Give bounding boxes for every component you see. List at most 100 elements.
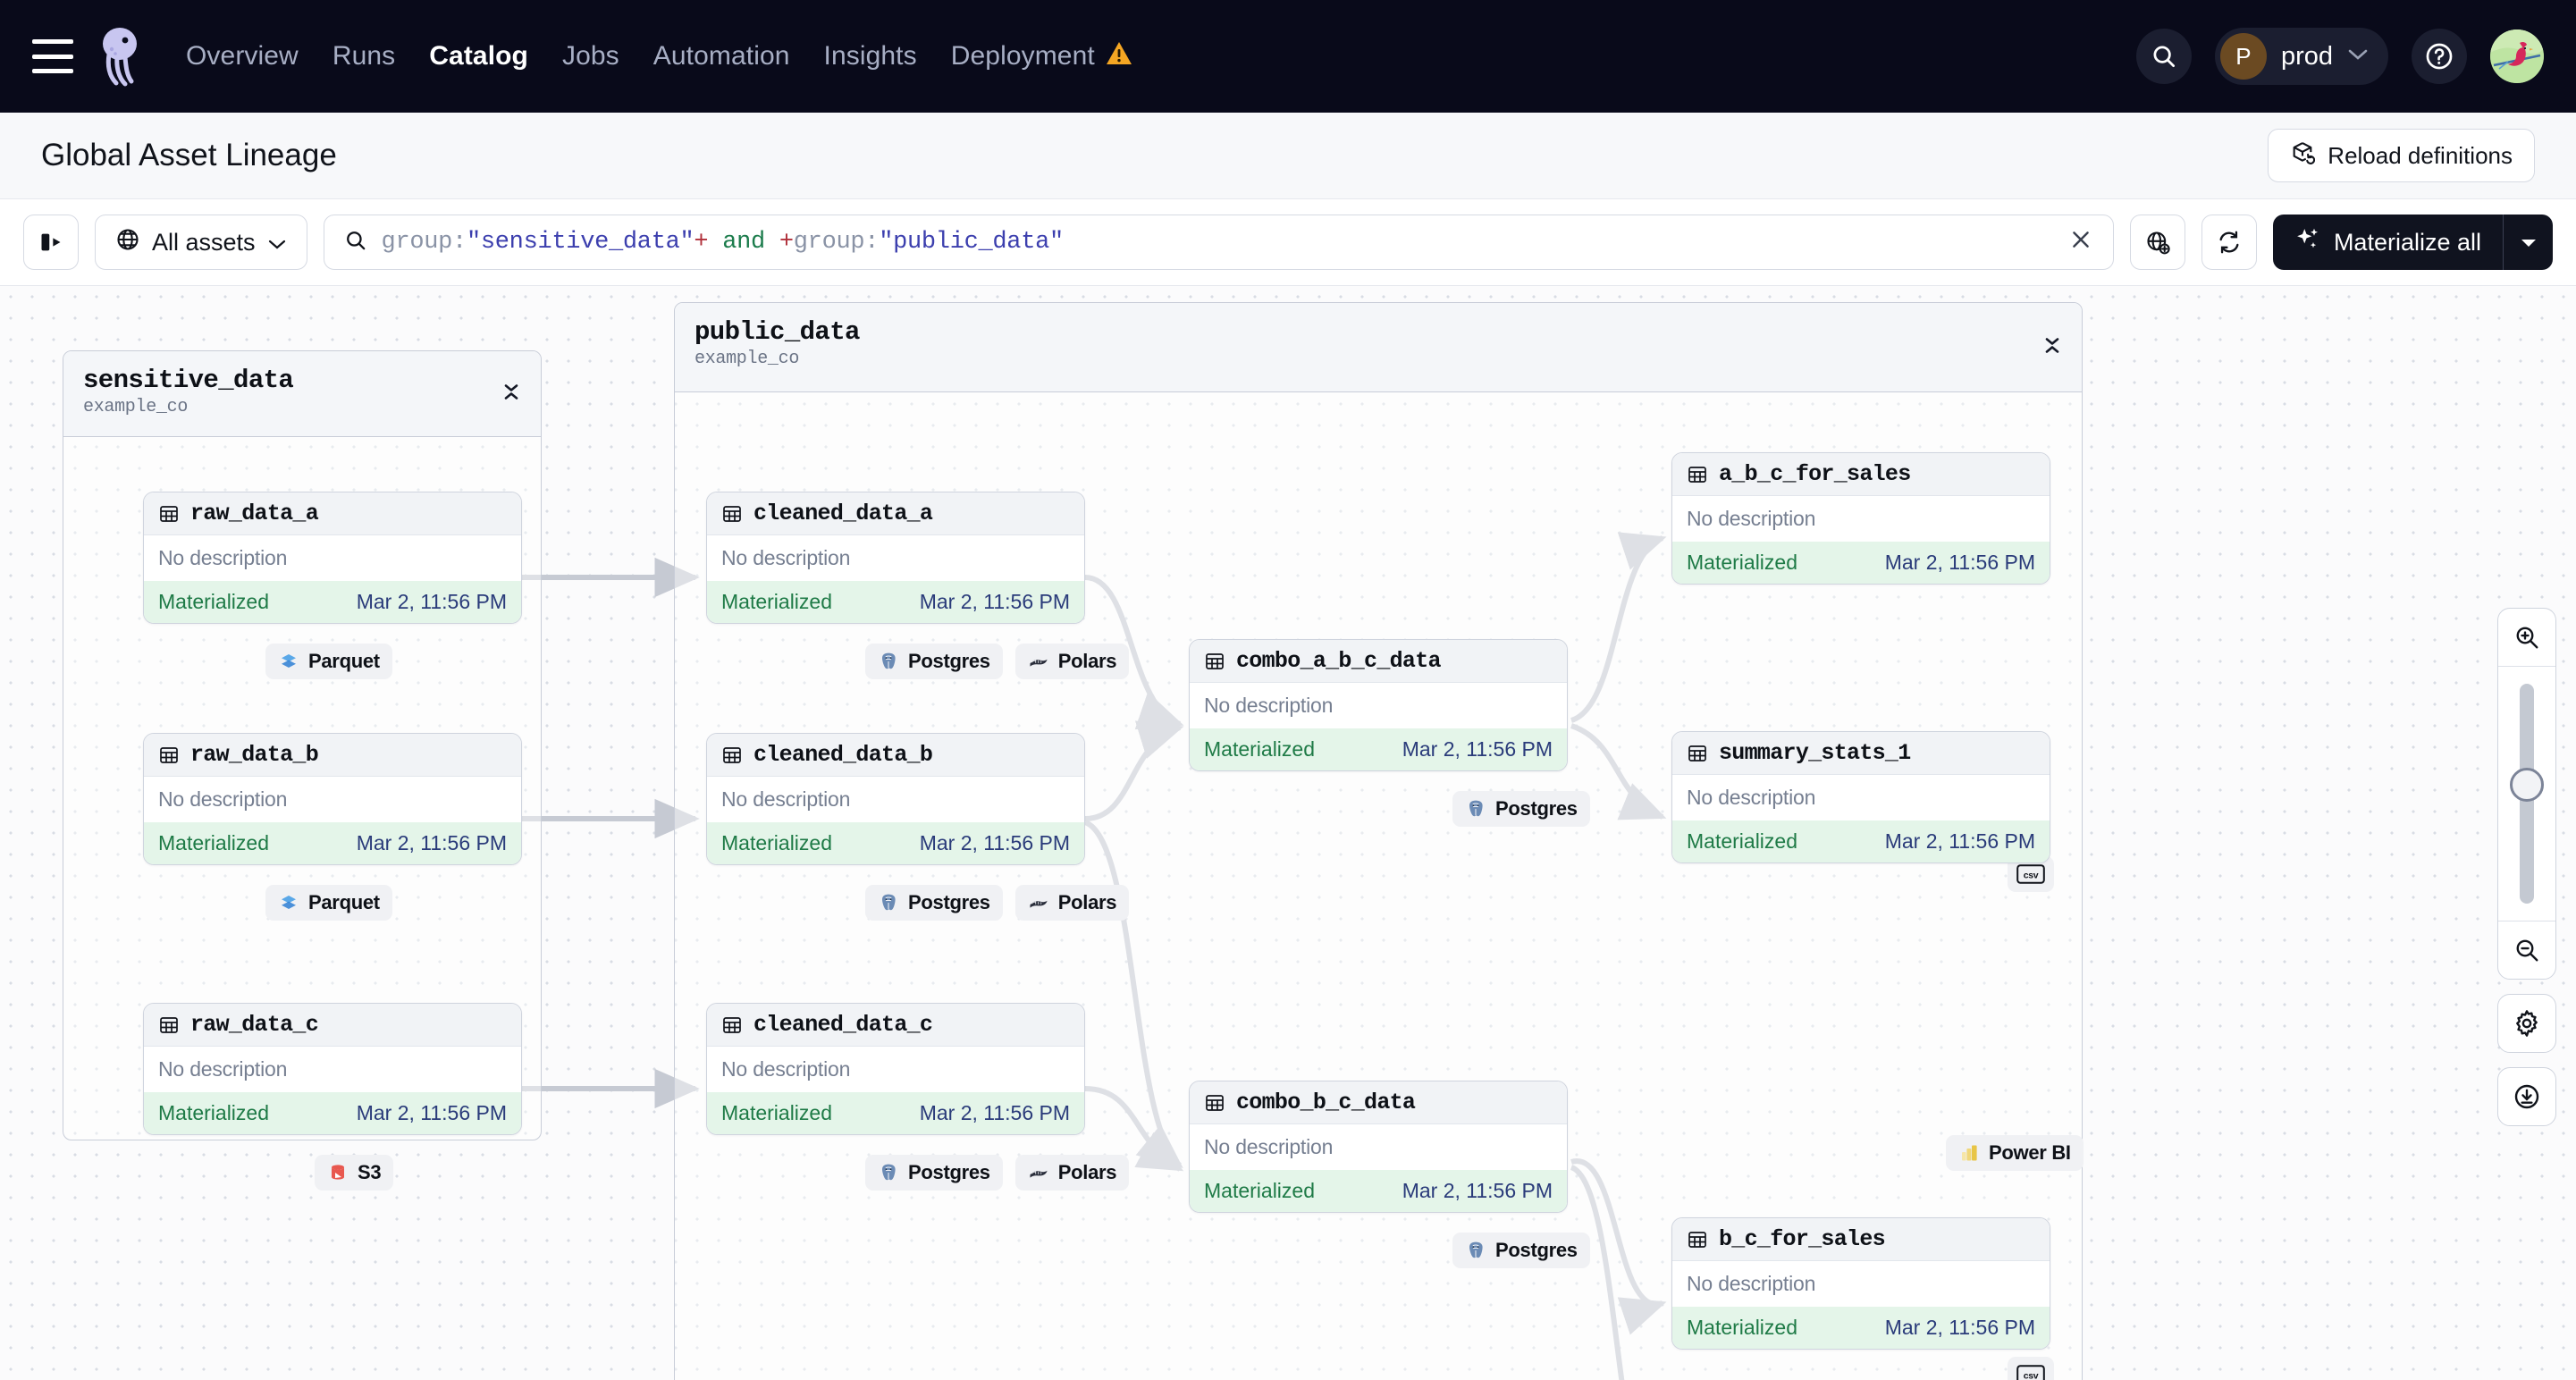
asset-tag-postgres[interactable]: Postgres (1452, 791, 1590, 827)
nav-link-deployment[interactable]: Deployment (950, 41, 1095, 71)
asset-tag-label: Postgres (1495, 797, 1578, 820)
materialization-timestamp[interactable]: Mar 2, 11:56 PM (919, 590, 1070, 613)
zoom-stack (2497, 608, 2556, 980)
download-center-icon[interactable] (2497, 1067, 2556, 1126)
panel-expand-icon[interactable] (23, 215, 79, 270)
deployment-initial-avatar: P (2219, 33, 2267, 80)
lineage-search-input[interactable]: group:"sensitive_data"+ and +group:"publ… (323, 215, 2114, 270)
materialization-timestamp[interactable]: Mar 2, 11:56 PM (1884, 551, 2035, 574)
nav-link-overview[interactable]: Overview (186, 41, 299, 71)
asset-node-name: raw_data_c (190, 1012, 319, 1038)
status-badge: Materialized (721, 590, 832, 613)
nav-link-insights[interactable]: Insights (823, 41, 917, 71)
reload-definitions-button[interactable]: Reload definitions (2268, 129, 2535, 182)
hamburger-icon[interactable] (32, 39, 73, 73)
asset-node-name: cleaned_data_a (753, 501, 933, 526)
zoom-slider-thumb[interactable] (2510, 768, 2544, 802)
primary-nav-links: Overview Runs Catalog Jobs Automation In… (186, 41, 1132, 72)
gear-icon[interactable] (2497, 994, 2556, 1053)
table-icon (158, 1014, 180, 1036)
table-icon (1204, 1092, 1225, 1114)
table-icon (1687, 743, 1708, 764)
asset-tag-polars[interactable]: Polars (1014, 885, 1130, 921)
nav-link-jobs[interactable]: Jobs (561, 41, 619, 71)
materialize-all-button[interactable]: Materialize all (2272, 215, 2553, 270)
materialization-timestamp[interactable]: Mar 2, 11:56 PM (919, 1101, 1070, 1124)
close-x-icon[interactable] (2068, 227, 2093, 257)
polars-icon (1028, 651, 1049, 672)
materialization-timestamp[interactable]: Mar 2, 11:56 PM (1402, 737, 1553, 761)
asset-tag-s3[interactable]: S3 (315, 1155, 394, 1191)
materialization-timestamp[interactable]: Mar 2, 11:56 PM (1884, 1316, 2035, 1339)
dagster-logo[interactable] (93, 26, 150, 87)
deployment-switcher[interactable]: P prod (2214, 28, 2388, 85)
materialize-all-main[interactable]: Materialize all (2273, 215, 2503, 270)
question-mark-icon[interactable] (2412, 29, 2467, 84)
zoom-in-icon[interactable] (2498, 609, 2555, 666)
refresh-icon[interactable] (2201, 215, 2257, 270)
materialization-timestamp[interactable]: Mar 2, 11:56 PM (356, 590, 507, 613)
collapse-group-icon[interactable] (2042, 333, 2062, 361)
asset-node-header: combo_b_c_data (1190, 1081, 1567, 1124)
asset-node-header: a_b_c_for_sales (1672, 453, 2050, 496)
asset-tag-parquet[interactable]: Parquet (265, 885, 392, 921)
asset-node-header: b_c_for_sales (1672, 1218, 2050, 1261)
zoom-out-icon[interactable] (2498, 921, 2555, 979)
materialization-timestamp[interactable]: Mar 2, 11:56 PM (356, 1101, 507, 1124)
all-assets-selector[interactable]: All assets (95, 215, 307, 270)
asset-tag-power-bi[interactable]: Power BI (1946, 1135, 2084, 1171)
asset-tag-polars[interactable]: Polars (1014, 1155, 1130, 1191)
user-avatar[interactable] (2490, 29, 2544, 83)
collapse-group-icon[interactable] (501, 380, 521, 408)
asset-node-name: cleaned_data_b (753, 742, 933, 768)
table-icon (721, 503, 743, 525)
lineage-toolbar: All assets group:"sensitive_data"+ and +… (0, 199, 2576, 286)
nav-link-catalog[interactable]: Catalog (429, 41, 528, 71)
globe-plus-icon[interactable] (2129, 215, 2185, 270)
query-token: "public_data" (879, 229, 1064, 256)
status-badge: Materialized (1687, 1316, 1797, 1339)
materialization-timestamp[interactable]: Mar 2, 11:56 PM (919, 831, 1070, 854)
status-badge: Materialized (1687, 829, 1797, 853)
parquet-icon (278, 892, 299, 913)
csv-icon: csv (2016, 1365, 2045, 1380)
zoom-slider[interactable] (2498, 666, 2555, 921)
status-badge: Materialized (1204, 1179, 1315, 1202)
asset-node-tags: S3 (315, 1155, 394, 1191)
asset-node-header: summary_stats_1 (1672, 732, 2050, 775)
asset-group-codelocation: example_co (83, 397, 189, 417)
table-icon (1204, 651, 1225, 672)
asset-tag-postgres[interactable]: Postgres (865, 644, 1003, 679)
nav-link-automation[interactable]: Automation (652, 41, 790, 71)
asset-tag-postgres[interactable]: Postgres (865, 1155, 1003, 1191)
materialization-timestamp[interactable]: Mar 2, 11:56 PM (356, 831, 507, 854)
asset-node-header: raw_data_b (144, 734, 521, 777)
asset-node-description: No description (1204, 694, 1334, 717)
asset-tag-csv[interactable]: csv (2008, 1357, 2054, 1380)
asset-tag-postgres[interactable]: Postgres (1452, 1233, 1590, 1268)
asset-tag-polars[interactable]: Polars (1014, 644, 1130, 679)
asset-tag-parquet[interactable]: Parquet (265, 644, 392, 679)
nav-link-runs[interactable]: Runs (332, 41, 396, 71)
search-icon[interactable] (2135, 29, 2192, 84)
postgres-icon (878, 1162, 899, 1183)
materialization-timestamp[interactable]: Mar 2, 11:56 PM (1402, 1179, 1553, 1202)
materialization-timestamp[interactable]: Mar 2, 11:56 PM (1884, 829, 2035, 853)
asset-node-tags: csv (2008, 1357, 2054, 1380)
hamburger-bar (32, 39, 73, 44)
asset-tag-postgres[interactable]: Postgres (865, 885, 1003, 921)
materialize-all-dropdown[interactable] (2503, 215, 2553, 270)
